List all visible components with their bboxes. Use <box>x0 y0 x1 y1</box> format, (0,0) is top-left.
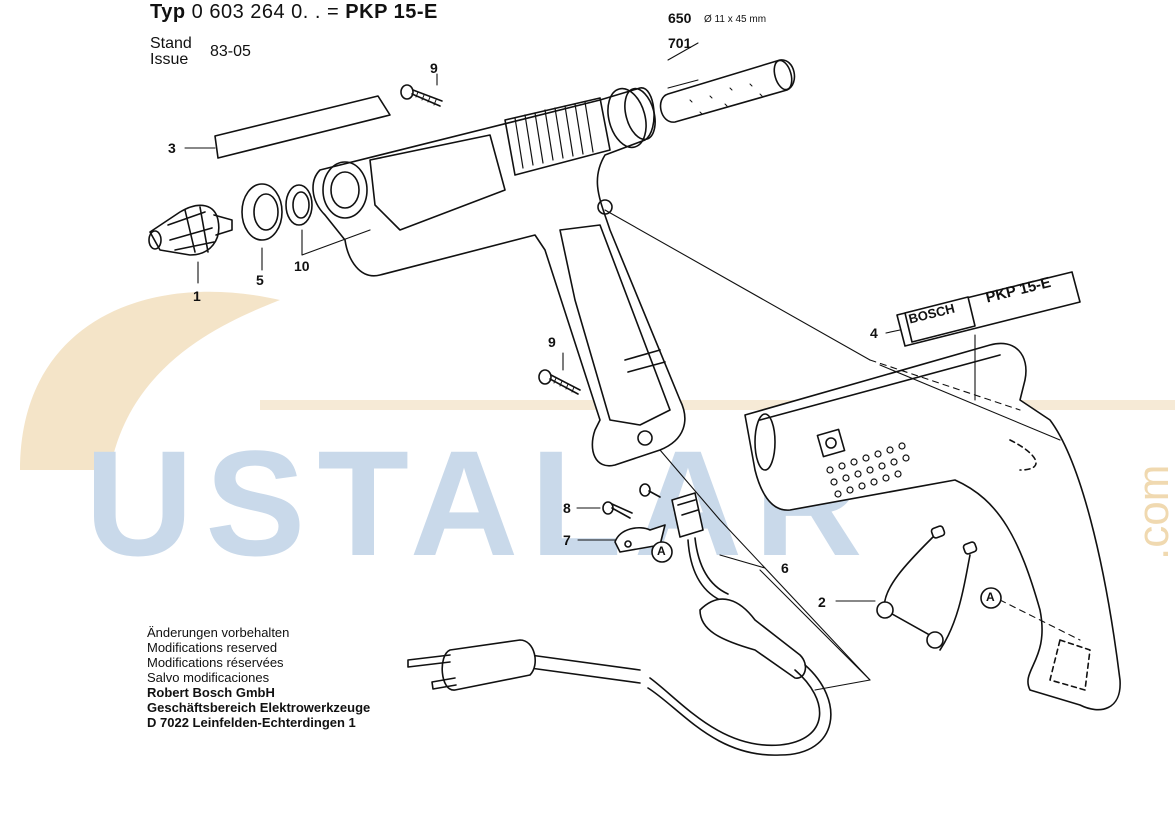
callout-5: 5 <box>256 272 264 288</box>
housing-half <box>744 342 1121 711</box>
callout-6: 6 <box>781 560 789 576</box>
callout-9-upper: 9 <box>430 60 438 76</box>
cable-clamp <box>614 524 666 553</box>
stand-label: Stand <box>150 35 192 52</box>
dimension-text: Ø 11 x 45 mm <box>704 14 767 25</box>
power-cable <box>407 537 832 756</box>
footer-line-3: Modifications réservées <box>147 655 284 670</box>
equals-sign: = <box>327 1 340 23</box>
footer-address: D 7022 Leinfelden-Echterdingen 1 <box>147 715 356 730</box>
ring-5 <box>241 183 283 241</box>
vent-holes <box>826 442 910 498</box>
nozzle <box>148 204 233 256</box>
callout-3: 3 <box>168 140 176 156</box>
wire-clip <box>876 525 978 651</box>
issue-label: Issue <box>150 51 189 68</box>
gun-housing <box>312 87 686 467</box>
footer-division: Geschäftsbereich Elektrowerkzeuge <box>147 700 371 715</box>
callout-4: 4 <box>870 325 878 341</box>
terminal-block <box>671 492 704 538</box>
screw-8 <box>602 483 661 519</box>
footer-company: Robert Bosch GmbH <box>147 685 275 700</box>
issue-date: 83-05 <box>210 43 251 60</box>
washer-10 <box>285 184 313 226</box>
label-strip <box>214 95 391 159</box>
callout-10: 10 <box>294 258 310 274</box>
marker-a-1-ring <box>651 541 673 563</box>
footer-line-1: Änderungen vorbehalten <box>147 625 290 640</box>
watermark-suffix: .com <box>1129 465 1175 560</box>
glue-stick <box>659 59 796 123</box>
footer-line-4: Salvo modificaciones <box>147 670 270 685</box>
nameplate-plate <box>896 271 1081 347</box>
callout-1: 1 <box>193 288 201 304</box>
typ-number: 0 603 264 0. . <box>191 1 321 23</box>
marker-a-2: A <box>986 590 995 604</box>
screw-upper <box>400 84 443 107</box>
header-title: Typ 0 603 264 0. . = PKP 15-E <box>150 1 438 24</box>
marker-a-1: A <box>657 544 666 558</box>
footer-line-2: Modifications reserved <box>147 640 278 655</box>
typ-label: Typ <box>150 1 186 23</box>
callout-7: 7 <box>563 532 571 548</box>
part-number-650: 650 <box>668 10 692 26</box>
callout-2: 2 <box>818 594 826 610</box>
screw-lower <box>538 369 581 395</box>
watermark-swoosh <box>20 291 280 470</box>
leader-lines <box>184 42 1081 691</box>
footer-notes: Änderungen vorbehalten Modifications res… <box>147 625 370 730</box>
part-number-701: 701 <box>668 35 692 51</box>
marker-a-2-ring <box>980 587 1002 609</box>
stand-issue: Stand Issue <box>150 36 192 68</box>
callout-9-lower: 9 <box>548 334 556 350</box>
callout-8: 8 <box>563 500 571 516</box>
model-name: PKP 15-E <box>345 1 438 23</box>
